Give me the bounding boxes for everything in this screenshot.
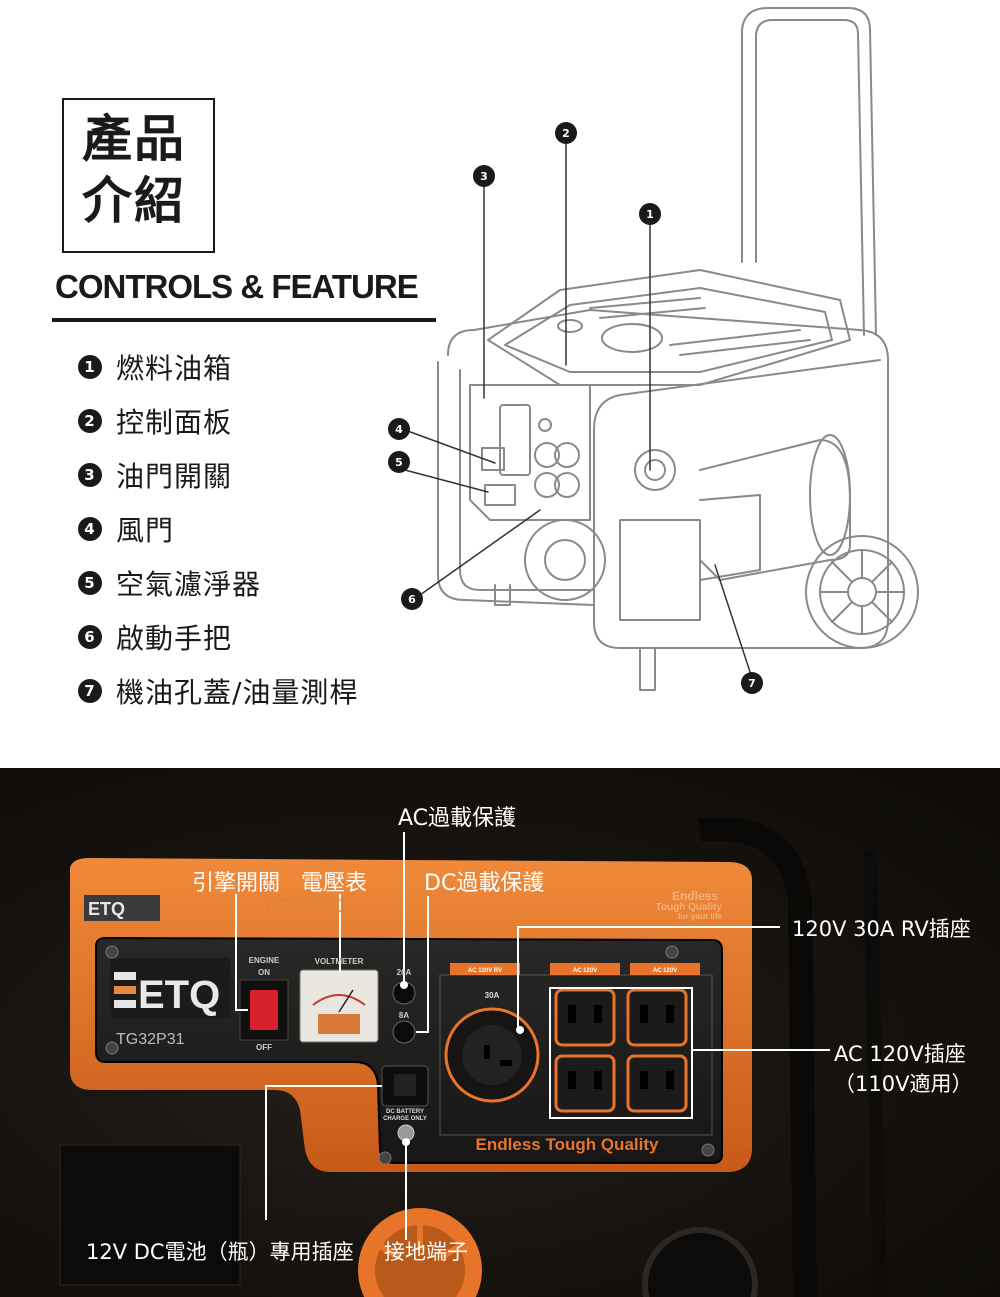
feature-item: 7 機油孔蓋/油量測桿 <box>78 664 358 718</box>
housing-model: TG32P31 <box>262 895 348 917</box>
title-box: 產品 介紹 <box>62 98 215 253</box>
feature-label: 油門開關 <box>116 460 233 493</box>
diagram-marker: 6 <box>408 593 416 606</box>
panel-illustration: ETQ TG32P31 Endless Tough Quality for yo… <box>0 768 1000 1297</box>
housing-slogan-1: Endless <box>672 889 718 903</box>
feature-label: 啟動手把 <box>116 622 233 655</box>
callout-ac-outlet-line1: AC 120V插座 <box>834 1042 966 1066</box>
title-line-2: 介紹 <box>82 172 186 230</box>
dc-label-2: CHARGE ONLY <box>383 1116 427 1122</box>
callout-voltmeter: 電壓表 <box>301 871 368 896</box>
feature-item: 1 燃料油箱 <box>78 340 358 394</box>
callout-ac-outlet-line2: （110V適用） <box>834 1072 973 1096</box>
ac-label-2: AC 120V <box>653 968 677 974</box>
engine-off-label: OFF <box>256 1043 272 1052</box>
callout-ac-overload: AC過載保護 <box>398 806 517 831</box>
diagram-marker: 3 <box>480 170 488 183</box>
feature-label: 風門 <box>116 514 175 547</box>
feature-item: 5 空氣濾淨器 <box>78 556 358 610</box>
ac-rv-label: AC 120V RV <box>468 968 502 974</box>
feature-label: 燃料油箱 <box>116 352 233 385</box>
feature-number-badge: 7 <box>78 679 102 703</box>
diagram-marker: 2 <box>562 127 570 140</box>
callout-engine-switch: 引擎開關 <box>192 871 281 896</box>
panel-slogan: Endless Tough Quality <box>476 1135 659 1154</box>
feature-label: 空氣濾淨器 <box>116 568 262 601</box>
feature-label: 機油孔蓋/油量測桿 <box>116 676 359 709</box>
feature-item: 6 啟動手把 <box>78 610 358 664</box>
housing-slogan-2: Tough Quality <box>656 902 723 913</box>
diagram-marker: 7 <box>748 677 756 690</box>
callout-rv-outlet: 120V 30A RV插座 <box>792 917 971 941</box>
engine-label: ENGINE <box>249 956 280 965</box>
ac-label-1: AC 120V <box>573 968 597 974</box>
feature-number-badge: 2 <box>78 409 102 433</box>
feature-number-badge: 4 <box>78 517 102 541</box>
feature-item: 2 控制面板 <box>78 394 358 448</box>
control-panel-photo: ETQ TG32P31 Endless Tough Quality for yo… <box>0 768 1000 1297</box>
diagram-marker: 4 <box>395 423 403 436</box>
feature-item: 4 風門 <box>78 502 358 556</box>
feature-label: 控制面板 <box>116 406 233 439</box>
voltmeter-label: VOLTMETER <box>315 957 364 966</box>
housing-brand: ETQ <box>88 899 125 919</box>
generator-diagram: 1 2 3 4 5 6 7 <box>388 7 919 694</box>
engine-on-label: ON <box>258 968 270 977</box>
breaker-8a-label: 8A <box>399 1011 409 1020</box>
feature-item: 3 油門開關 <box>78 448 358 502</box>
panel-model: TG32P31 <box>116 1031 185 1048</box>
breaker-20a-label: 20A <box>397 968 412 977</box>
housing-slogan-3: for your life <box>678 912 723 921</box>
feature-list: 1 燃料油箱 2 控制面板 3 油門開關 4 風門 5 空氣濾淨器 6 啟動手把 7 機油孔蓋… <box>78 340 358 718</box>
divider <box>52 318 436 322</box>
callout-dc-battery: 12V DC電池（瓶）專用插座 <box>86 1240 354 1264</box>
diagram-marker: 5 <box>395 456 403 469</box>
product-intro-section: 產品 介紹 CONTROLS & FEATURE 1 燃料油箱 2 控制面板 3 油門… <box>52 7 919 718</box>
rv-amp-label: 30A <box>485 991 500 1000</box>
callout-dc-overload: DC過載保護 <box>424 871 545 896</box>
feature-number-badge: 5 <box>78 571 102 595</box>
feature-number-badge: 6 <box>78 625 102 649</box>
dc-label-1: DC BATTERY <box>386 1109 424 1115</box>
feature-number-badge: 1 <box>78 355 102 379</box>
callout-ground: 接地端子 <box>384 1240 468 1264</box>
feature-number-badge: 3 <box>78 463 102 487</box>
diagram-marker: 1 <box>646 208 654 221</box>
panel-brand-logo: ETQ <box>138 973 220 1017</box>
section-subtitle: CONTROLS & FEATURE <box>55 268 419 305</box>
title-line-1: 產品 <box>82 110 186 168</box>
